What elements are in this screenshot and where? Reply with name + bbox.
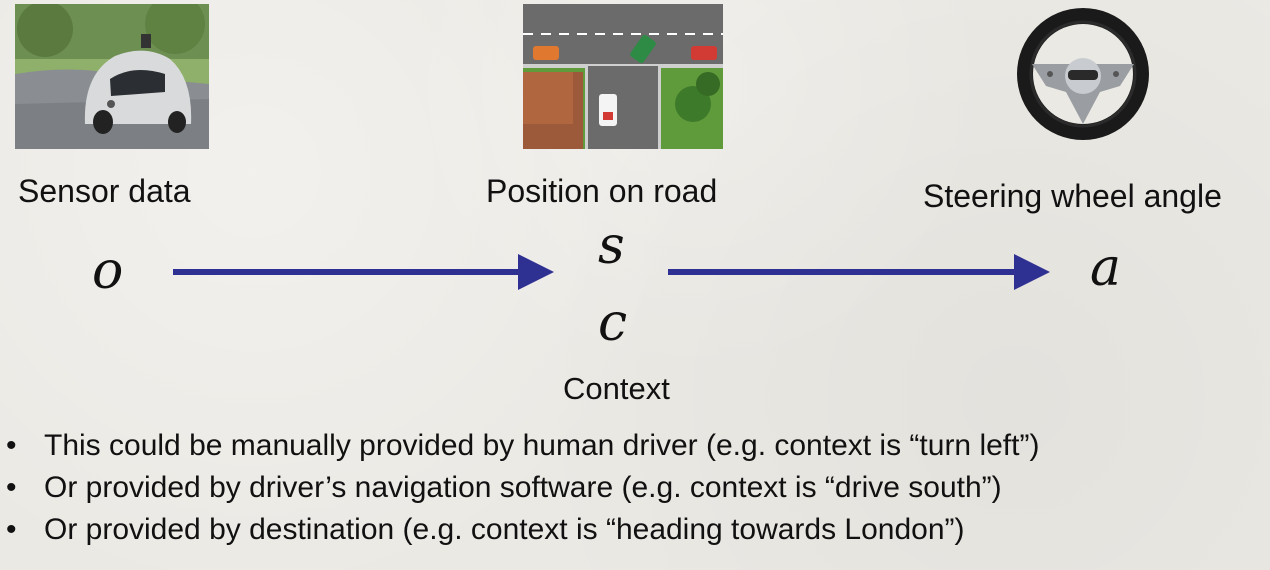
position-on-road-label: Position on road [486,173,718,209]
context-label: Context [563,371,670,406]
bullet-item: • Or provided by driver’s navigation soft… [0,467,1260,509]
steering-wheel-image [1010,4,1156,144]
state-symbol: s [598,216,625,276]
arrow-state-to-action [668,254,1050,290]
bullet-marker: • [6,513,17,546]
sensor-data-label: Sensor data [18,173,191,209]
action-symbol: a [1090,238,1122,298]
context-bullet-list: • This could be manually provided by huma… [0,425,1260,551]
bullet-marker: • [6,429,17,462]
bullet-text: Or provided by driver’s navigation softw… [44,471,1002,504]
self-driving-car-image [15,4,209,149]
bullet-text: Or provided by destination (e.g. context… [44,513,965,546]
bullet-marker: • [6,471,17,504]
bullet-text: This could be manually provided by human… [44,429,1040,462]
observation-symbol: o [92,241,124,301]
road-intersection-image [523,4,723,149]
bullet-item: • This could be manually provided by huma… [0,425,1260,467]
context-symbol: c [598,293,628,353]
bullet-item: • Or provided by destination (e.g. contex… [0,509,1260,551]
arrow-observation-to-state [173,254,554,290]
steering-wheel-angle-label: Steering wheel angle [923,178,1222,214]
